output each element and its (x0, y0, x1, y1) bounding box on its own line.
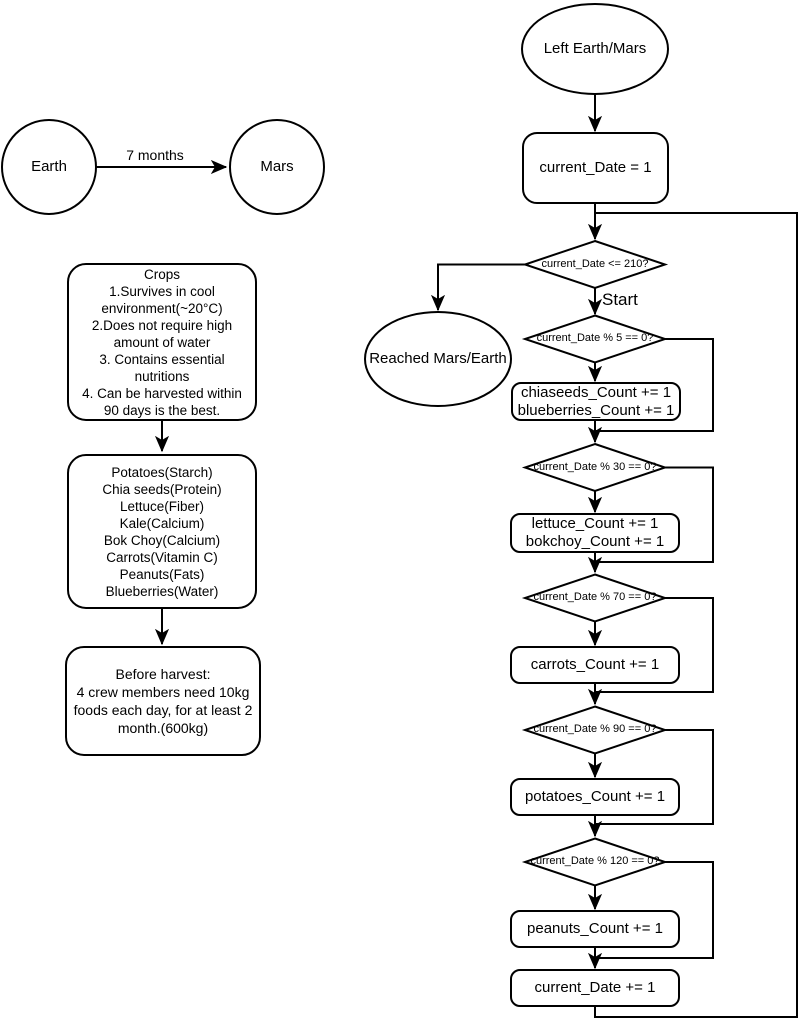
harvest-note-box (65, 646, 261, 756)
travel-duration-label: 7 months (126, 146, 184, 163)
action90-label: potatoes_Count += 1 (524, 788, 666, 805)
edge-loop-back (594, 212, 798, 1018)
loop-condition-label: current_Date <= 210? (541, 257, 649, 270)
edge-condition-reached (438, 263, 525, 311)
action5-label: chiaseeds_Count += 1 blueberries_Count +… (517, 383, 675, 419)
harvest-note-text: Before harvest: 4 crew members need 10kg… (73, 666, 253, 736)
action30-label: lettuce_Count += 1 bokchoy_Count += 1 (525, 515, 665, 550)
check30-condition-label: current_Date % 30 == 0? (533, 460, 657, 473)
action70-label: carrots_Count += 1 (530, 656, 660, 673)
check5-condition-label: current_Date % 5 == 0? (536, 332, 654, 345)
edge-check120-bypass (595, 861, 714, 959)
increment-node (510, 969, 680, 1007)
check90-condition-label: current_Date % 90 == 0? (533, 723, 657, 736)
increment-label: current_Date += 1 (534, 979, 656, 996)
start-terminal-label: Left Earth/Mars (543, 40, 647, 57)
edge-check30-bypass (595, 466, 714, 563)
action120-label: peanuts_Count += 1 (527, 920, 663, 937)
check120-condition-label: current_Date % 120 == 0? (530, 855, 660, 868)
mars-node-label: Mars (260, 158, 294, 175)
end-terminal-label: Reached Mars/Earth (369, 350, 507, 367)
crops-note-text: Crops 1.Survives in cool environment(~20… (82, 266, 242, 418)
mars-node (229, 119, 325, 215)
init-process-label: current_Date = 1 (539, 159, 652, 176)
edge-check5-bypass (595, 338, 714, 432)
earth-node-label: Earth (31, 158, 67, 175)
start-edge-label: Start (602, 289, 638, 309)
end-terminal-node (364, 311, 512, 407)
edge-check90-bypass (595, 729, 714, 825)
edge-check70-bypass (595, 597, 714, 693)
check70-condition-label: current_Date % 70 == 0? (533, 591, 657, 604)
foods-note-text: Potatoes(Starch) Chia seeds(Protein) Let… (102, 464, 222, 599)
